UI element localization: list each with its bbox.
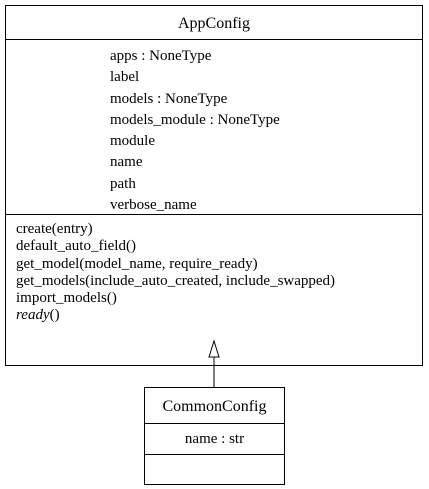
operation: default_auto_field() xyxy=(16,238,136,255)
operation-abstract: ready() xyxy=(16,307,422,324)
operation: create(entry) xyxy=(16,221,93,237)
class-name: AppConfig xyxy=(178,15,250,32)
attribute: models : NoneType xyxy=(110,90,228,107)
attributes-compartment: name : str xyxy=(145,423,284,454)
operation: get_models(include_auto_created, include… xyxy=(16,272,336,289)
operation: import_models() xyxy=(16,290,117,307)
attribute: models_module : NoneType xyxy=(110,111,280,128)
class-name: CommonConfig xyxy=(162,398,267,415)
operations-compartment: create(entry) default_auto_field() get_m… xyxy=(6,214,422,365)
attribute: path xyxy=(110,175,136,192)
class-appconfig: AppConfig apps : NoneType label models :… xyxy=(5,5,423,366)
attribute: name xyxy=(110,154,143,171)
attribute: name : str xyxy=(184,431,245,447)
attribute: label xyxy=(110,69,140,86)
operations-compartment xyxy=(145,454,284,484)
attribute: module xyxy=(110,133,155,150)
attribute: verbose_name xyxy=(110,197,197,214)
operation: get_model(model_name, require_ready) xyxy=(16,255,258,272)
attributes-compartment: apps : NoneType label models : NoneType … xyxy=(6,39,422,214)
operation-abstract-name: ready xyxy=(16,307,50,324)
class-commonconfig: CommonConfig name : str xyxy=(144,387,285,485)
operation-params: () xyxy=(49,307,60,324)
attribute: apps : NoneType xyxy=(110,48,212,64)
generalization-arrowhead xyxy=(208,339,220,358)
